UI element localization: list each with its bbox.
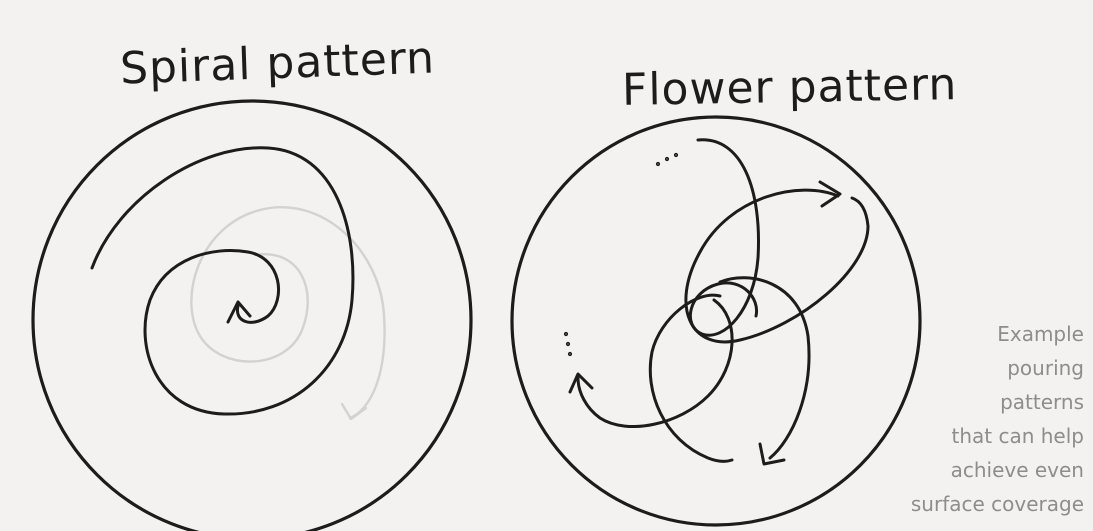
caption-line: that can help <box>951 424 1085 448</box>
faint-spiral-shadow <box>190 206 386 421</box>
caption-line: patterns <box>1000 390 1084 414</box>
spiral-arrowhead <box>226 300 252 324</box>
caption-line: achieve even <box>950 458 1084 482</box>
spiral-drawing <box>31 99 473 531</box>
caption-line: pouring <box>1007 356 1084 380</box>
flower-loop-diagonal <box>684 188 870 344</box>
flower-continuation-dots-left <box>563 331 573 357</box>
spiral-cup-outline <box>31 99 473 531</box>
flower-arrowhead-left <box>568 372 594 394</box>
spiral-path <box>90 146 355 416</box>
flower-loop-right <box>718 276 811 460</box>
flower-loop-sweep <box>576 298 734 429</box>
flower-drawing <box>510 115 922 527</box>
caption-line: Example <box>997 322 1084 346</box>
figure-caption: Example pouring patterns that can help a… <box>894 317 1084 521</box>
flower-arrowhead-bottom-right <box>758 442 786 466</box>
flower-cup-outline <box>510 115 922 527</box>
flower-loop-top <box>688 138 760 337</box>
caption-line: surface coverage <box>910 492 1084 516</box>
flower-loop-left <box>648 293 734 463</box>
flower-arrowhead-top-right <box>818 180 842 208</box>
flower-continuation-dots-top <box>655 152 679 167</box>
